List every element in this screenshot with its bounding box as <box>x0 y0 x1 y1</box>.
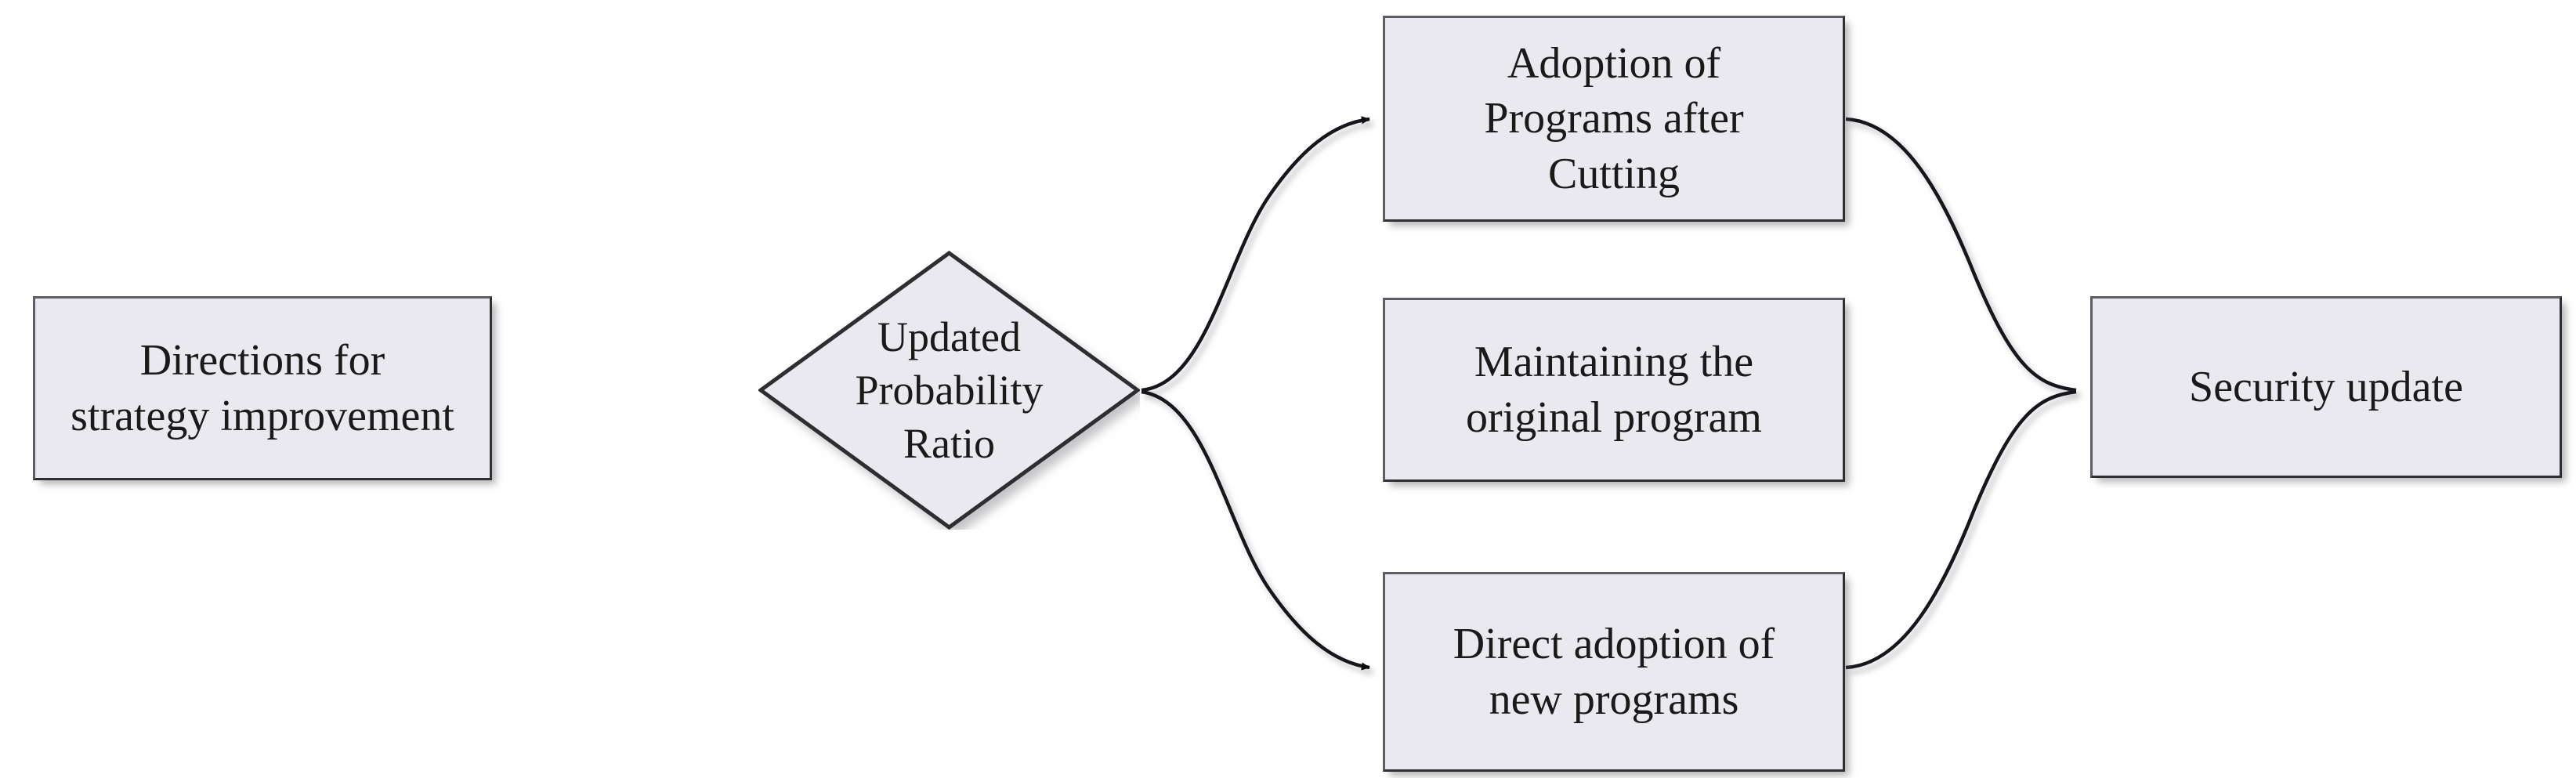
edge-adoption-after-cutting-to-security <box>1845 117 2077 393</box>
edge-ratio-to-adoption-after-cutting <box>1141 116 1370 393</box>
node-directions-for-strategy-improvement[interactable]: Directions for strategy improvement <box>33 296 492 480</box>
node-label: Direct adoption of new programs <box>1453 619 1775 724</box>
node-label: Maintaining the original program <box>1466 337 1762 442</box>
edge-direct-adoption-to-security <box>1845 389 2077 670</box>
node-updated-probability-ratio[interactable]: Updated Probability Ratio <box>758 251 1140 530</box>
node-label: Directions for strategy improvement <box>71 335 454 440</box>
node-maintaining-the-original-program[interactable]: Maintaining the original program <box>1383 298 1845 482</box>
node-security-update[interactable]: Security update <box>2090 296 2562 478</box>
node-label: Security update <box>2189 362 2463 411</box>
node-direct-adoption-of-new-programs[interactable]: Direct adoption of new programs <box>1383 572 1845 772</box>
node-label: Adoption of Programs after Cutting <box>1484 38 1744 198</box>
node-label: Updated Probability Ratio <box>855 313 1044 468</box>
node-adoption-of-programs-after-cutting[interactable]: Adoption of Programs after Cutting <box>1383 16 1845 222</box>
edge-ratio-to-direct-adoption <box>1141 389 1370 671</box>
diamond-shape <box>758 251 1140 530</box>
